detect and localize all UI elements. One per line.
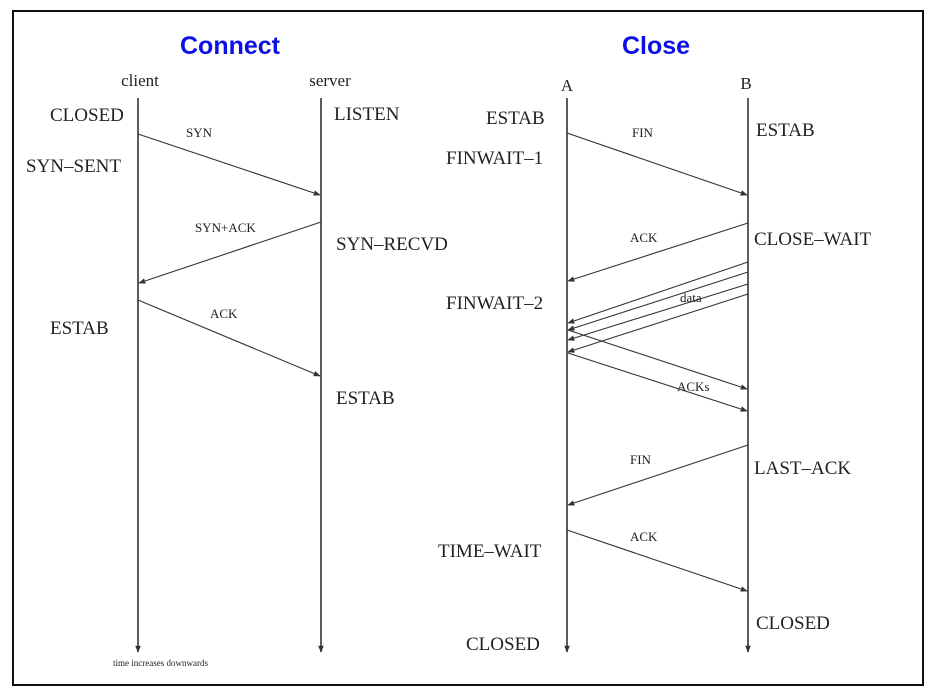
data-arrow-4: [567, 293, 749, 353]
a-state-finwait-2: FINWAIT–2: [446, 293, 543, 314]
syn-label: SYN: [186, 125, 213, 140]
acks-arrow-2: [567, 352, 748, 412]
fin-b-label: FIN: [630, 452, 652, 467]
diagram-frame: [12, 10, 924, 686]
syn-arrow: [137, 133, 321, 196]
data-label: data: [680, 290, 702, 305]
client-state-closed: CLOSED: [50, 105, 124, 126]
b-state-last-ack: LAST–ACK: [754, 458, 851, 479]
ack-a-arrow: [566, 529, 748, 592]
ack-a-label: ACK: [630, 529, 658, 544]
server-label: server: [309, 71, 351, 90]
fin-a-arrow: [566, 132, 748, 196]
ack-label: ACK: [210, 306, 238, 321]
server-state-listen: LISTEN: [334, 104, 400, 125]
host-a-label: A: [561, 76, 574, 95]
connect-title: Connect: [180, 32, 281, 60]
client-label: client: [121, 71, 159, 90]
server-state-estab: ESTAB: [336, 388, 395, 409]
ack-b-arrow: [567, 222, 749, 282]
a-state-closed: CLOSED: [466, 634, 540, 655]
ack-arrow: [137, 299, 321, 377]
b-state-closed: CLOSED: [756, 613, 830, 634]
a-state-finwait-1: FINWAIT–1: [446, 148, 543, 169]
data-arrow-1: [567, 261, 749, 324]
acks-arrow-1: [567, 329, 748, 390]
close-title: Close: [622, 32, 690, 60]
data-arrow-3: [567, 283, 749, 341]
data-arrow-2: [567, 271, 749, 331]
syn-ack-label: SYN+ACK: [195, 220, 256, 235]
host-b-label: B: [740, 74, 751, 93]
a-state-time-wait: TIME–WAIT: [438, 541, 542, 562]
b-state-close-wait: CLOSE–WAIT: [754, 229, 872, 250]
fin-a-label: FIN: [632, 125, 654, 140]
syn-ack-arrow: [138, 221, 322, 284]
fin-b-arrow: [567, 444, 749, 506]
b-state-estab: ESTAB: [756, 120, 815, 141]
time-footnote: time increases downwards: [113, 658, 208, 668]
server-state-syn-recvd: SYN–RECVD: [336, 234, 448, 255]
client-state-estab: ESTAB: [50, 318, 109, 339]
client-state-syn-sent: SYN–SENT: [26, 156, 121, 177]
a-state-estab: ESTAB: [486, 108, 545, 129]
ack-b-label: ACK: [630, 230, 658, 245]
acks-label: ACKs: [677, 379, 710, 394]
